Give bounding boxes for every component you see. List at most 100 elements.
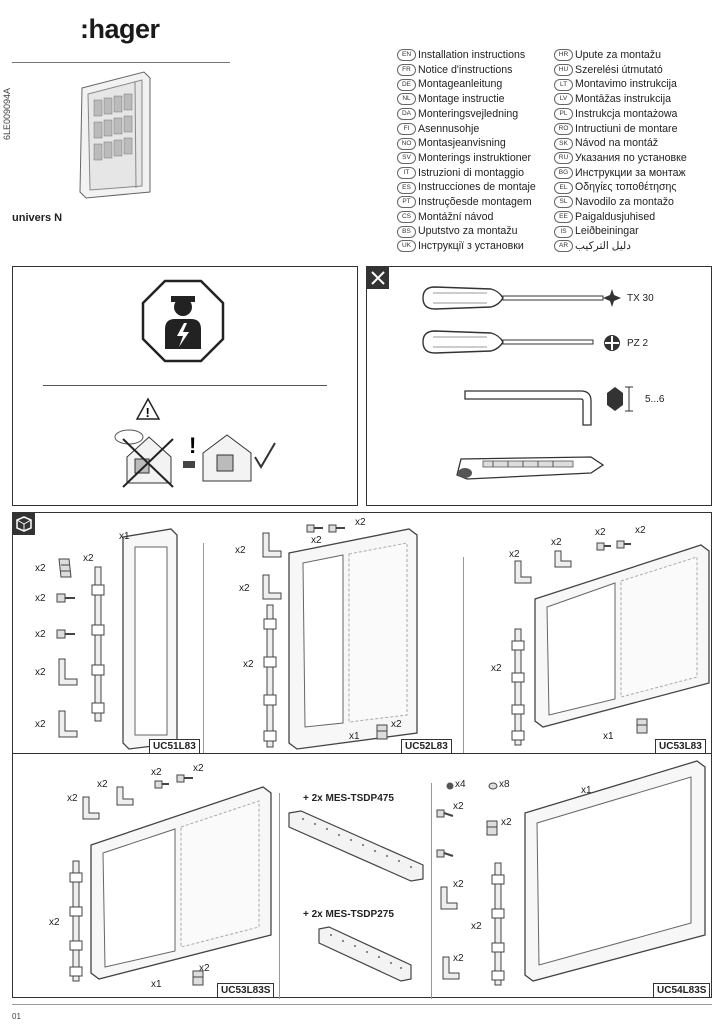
language-code-badge: BS [397, 225, 416, 238]
rail-part-number: + 2x MES-TSDP475 [303, 793, 394, 804]
svg-text:!: ! [189, 433, 196, 458]
mounting-rail-drawing [511, 628, 525, 746]
screw-icon [56, 629, 75, 639]
language-label: Οδηγίες τοποθέτησης [575, 181, 677, 194]
language-label: Monterings instruktioner [418, 151, 532, 164]
kit-column-divider [203, 543, 204, 753]
bracket-quantity: x2 [67, 793, 78, 804]
double-frame-drawing [288, 528, 418, 750]
kit-uc51l83: x1 x2 x2 x2 x2 x2 x2 UC51L83 [13, 513, 203, 754]
language-code-badge: EE [554, 211, 573, 224]
torx-bit-icon [603, 289, 621, 307]
torx-screwdriver-icon [422, 286, 604, 310]
bracket-quantity: x2 [453, 953, 464, 964]
bracket-quantity: x2 [35, 719, 46, 730]
rail-mes-tsdp475-drawing [288, 810, 424, 882]
clip-quantity: x2 [501, 817, 512, 828]
mounting-rail-drawing [69, 860, 83, 982]
rail-quantity: x2 [243, 659, 254, 670]
language-code-badge: PL [554, 108, 573, 121]
rail-quantity: x2 [471, 921, 482, 932]
bracket-icon [262, 574, 282, 600]
language-label: Montasjeanvisning [418, 137, 506, 150]
screw-quantity: x2 [311, 535, 322, 546]
bracket-icon [440, 886, 458, 910]
mounting-rail-drawing [263, 604, 277, 748]
model-label: UC52L83 [401, 739, 452, 754]
screw-icon [154, 774, 193, 789]
language-code-badge: NO [397, 137, 416, 150]
language-code-badge: AR [554, 240, 573, 253]
hager-logo: :hager [80, 14, 160, 44]
package-contents-icon [13, 513, 35, 535]
header-divider [12, 62, 230, 63]
language-label: Montage instructie [418, 93, 505, 106]
language-label: Montageanleitung [418, 78, 503, 91]
screw-quantity: x2 [635, 525, 646, 536]
kit-uc54l83s: x1 x4 x8 x2 x2 x2 x2 x2 UC54L83S [431, 755, 713, 999]
language-label: دليل التركيب [575, 240, 631, 253]
language-code-badge: NL [397, 93, 416, 106]
wide-frame-drawing [90, 786, 272, 980]
safety-divider [43, 385, 327, 386]
pozidriv-bit-icon [604, 335, 620, 351]
hex-key-size-diagram [607, 386, 633, 412]
screw-quantity: x2 [453, 801, 464, 812]
clip-icon [376, 724, 388, 740]
kit-column-divider [463, 557, 464, 753]
screw-quantity: x2 [193, 763, 204, 774]
hex-key-icon [464, 390, 592, 426]
model-label: UC54L83S [653, 983, 711, 998]
language-code-badge: IT [397, 166, 416, 179]
language-code-badge: DE [397, 78, 416, 91]
screw-quantity: x2 [35, 629, 46, 640]
safety-panel: ! ! [12, 266, 358, 506]
language-label: Upute za montažu [575, 49, 661, 61]
bracket-icon [262, 532, 282, 558]
kit-contents-panel: x1 x2 x2 x2 x2 x2 x2 UC51L83 x1 x2 x2 [12, 512, 713, 999]
enclosure-product-image [79, 71, 151, 199]
pozidriv-screwdriver-icon [422, 330, 594, 354]
page-number: 01 [12, 1012, 21, 1021]
washer-quantity: x8 [499, 779, 510, 790]
kit-uc53l83: x1 x2 x2 x2 x2 x2 UC53L83 [463, 513, 713, 754]
rail-quantity: x2 [49, 917, 60, 928]
language-code-badge: LT [554, 78, 573, 91]
language-label: Montāžas instrukcija [575, 93, 671, 106]
language-label: Asennusohje [418, 122, 480, 135]
language-label: Instrucciones de montaje [418, 181, 536, 194]
large-frame-drawing [524, 760, 706, 982]
qualified-electrician-icon [141, 279, 225, 363]
language-code-badge: UK [397, 240, 416, 253]
screw-icon [56, 593, 75, 603]
clip-icon [192, 970, 204, 986]
screw-icon [306, 524, 345, 533]
screw-icon [436, 809, 454, 818]
mounting-rail-drawing [91, 566, 105, 722]
language-label: Указания по установке [575, 151, 687, 164]
hex-key-size-label: 5...6 [645, 394, 665, 405]
language-label: Uputstvo za montažu [418, 225, 518, 238]
language-label: Instruçõesde montagem [418, 196, 532, 209]
language-label: Инструкции за монтаж [575, 166, 686, 179]
tools-icon [367, 267, 389, 289]
kit-mounting-rails: + 2x MES-TSDP475 + 2x MES-TSDP275 [279, 755, 431, 999]
frame-quantity: x1 [603, 731, 614, 742]
